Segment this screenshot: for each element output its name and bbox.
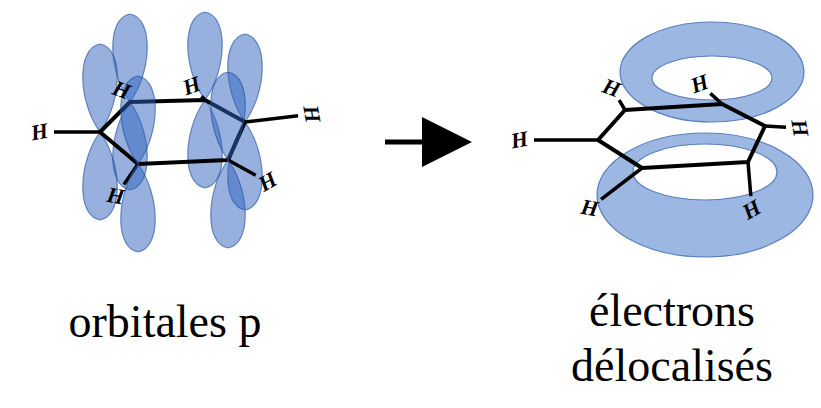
ch-bond [710, 93, 722, 104]
atom-label: H [788, 118, 813, 139]
ch-bond [765, 126, 786, 127]
ch-bond [534, 138, 598, 142]
ch-bond [245, 116, 298, 122]
ch-bond [202, 96, 205, 100]
p-orbitals-figure [54, 12, 298, 252]
carbon-ring [598, 104, 765, 168]
ch-bond [601, 168, 642, 199]
atom-label: H [510, 128, 531, 153]
ch-bond [54, 130, 100, 134]
atom-label: H [30, 120, 51, 145]
ch-bond [748, 162, 751, 196]
p-orbital-lobe [83, 132, 118, 220]
p-orbital-lobe [211, 72, 246, 160]
p-orbital-lobe [121, 164, 156, 252]
p-orbital-lobe [211, 160, 246, 248]
delocalized-figure [534, 22, 813, 257]
atom-label: H [600, 75, 624, 102]
electron-cloud [597, 133, 813, 257]
atom-label: H [580, 196, 601, 221]
figure-caption: orbitales p [5, 294, 325, 349]
ch-bond [619, 100, 625, 110]
figure-caption: électrons délocalisés [527, 283, 817, 393]
atom-label: H [300, 104, 325, 125]
reaction-arrow [385, 140, 462, 145]
atom-label: H [688, 71, 712, 98]
